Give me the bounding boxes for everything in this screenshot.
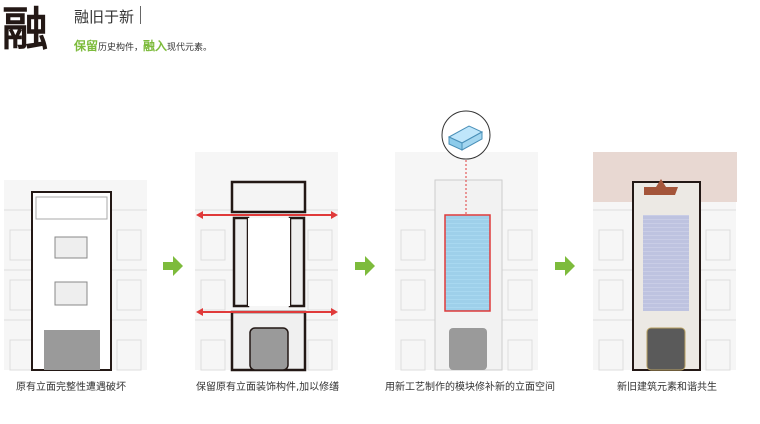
arrow-icons <box>163 256 575 276</box>
caption-step-1: 原有立面完整性遭遇破坏 <box>16 382 126 393</box>
caption-step-2: 保留原有立面装饰构件,加以修缮 <box>196 382 340 393</box>
caption-step-4: 新旧建筑元素和谐共生 <box>617 382 717 393</box>
panel-result <box>592 152 737 371</box>
arrow-right-icon <box>355 256 375 276</box>
divider <box>140 6 141 24</box>
big-character: 融 <box>2 2 48 56</box>
arrow-right-icon <box>555 256 575 276</box>
panel-original <box>3 179 148 371</box>
subtitle: 保留历史构件，融入现代元素。 <box>74 39 213 53</box>
panel-retain <box>194 152 339 372</box>
caption-step-3: 用新工艺制作的模块修补新的立面空间 <box>385 382 555 393</box>
panel-module <box>394 110 539 371</box>
arrow-right-icon <box>163 256 183 276</box>
page-title: 融旧于新 <box>74 8 135 26</box>
